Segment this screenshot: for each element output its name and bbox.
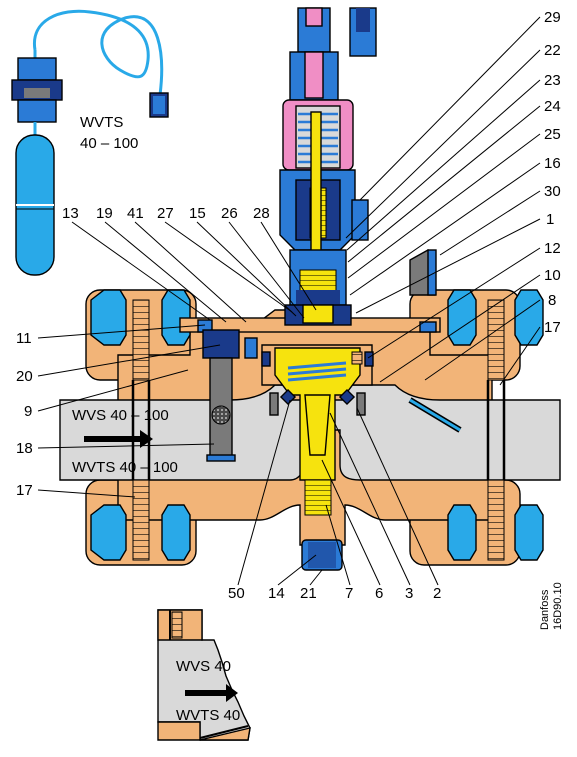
callout-24: 24 xyxy=(544,98,561,115)
flow-arrow xyxy=(84,430,153,448)
callout-15: 15 xyxy=(189,205,206,222)
callout-23: 23 xyxy=(544,72,561,89)
callout-22: 22 xyxy=(544,42,561,59)
callout-30: 30 xyxy=(544,183,561,200)
leader-lines xyxy=(37,16,541,586)
strainer xyxy=(202,329,258,462)
callout-17-right: 17 xyxy=(544,319,561,336)
callout-9: 9 xyxy=(24,403,32,420)
callout-41: 41 xyxy=(127,205,144,222)
callout-18: 18 xyxy=(16,440,33,457)
callout-21: 21 xyxy=(300,585,317,602)
callout-26: 26 xyxy=(221,205,238,222)
flow-label-top: WVS 40 – 100 xyxy=(72,407,169,424)
callout-13: 13 xyxy=(62,205,79,222)
callout-14: 14 xyxy=(268,585,285,602)
callout-50: 50 xyxy=(228,585,245,602)
maker-code: Danfoss 16D90.10 xyxy=(539,582,564,630)
callout-12: 12 xyxy=(544,240,561,257)
callout-27: 27 xyxy=(157,205,174,222)
flow-label-bottom: WVTS 40 – 100 xyxy=(72,459,178,476)
flange-nut xyxy=(90,289,544,561)
inset-label-bottom: WVTS 40 xyxy=(176,707,240,724)
temperature-sensor: WVTS 40 – 100 xyxy=(11,9,169,276)
callout-19: 19 xyxy=(96,205,113,222)
valve-insert xyxy=(261,344,374,571)
callouts-left: 11 20 9 18 17 xyxy=(16,330,33,499)
callout-25: 25 xyxy=(544,126,561,143)
callout-1: 1 xyxy=(546,211,554,228)
callout-17-left: 17 xyxy=(16,482,33,499)
callout-2: 2 xyxy=(433,585,441,602)
callout-20: 20 xyxy=(16,368,33,385)
callout-10: 10 xyxy=(544,267,561,284)
callout-28: 28 xyxy=(253,205,270,222)
actuator xyxy=(279,7,437,326)
callout-16: 16 xyxy=(544,155,561,172)
callout-11: 11 xyxy=(16,330,32,347)
callout-3: 3 xyxy=(405,585,413,602)
inset-detail: WVS 40 WVTS 40 xyxy=(157,609,251,741)
maker-brand: Danfoss xyxy=(539,589,551,630)
callouts-bottom: 50 14 21 7 6 3 2 xyxy=(228,585,441,602)
sensor-label-line2: 40 – 100 xyxy=(80,135,138,152)
sensor-label-line1: WVTS xyxy=(80,114,123,131)
callout-6: 6 xyxy=(375,585,383,602)
callouts-right: 29 22 23 24 25 16 30 1 12 10 8 17 xyxy=(544,9,561,336)
maker-code-number: 16D90.10 xyxy=(552,582,564,630)
callout-29: 29 xyxy=(544,9,561,26)
inset-label-top: WVS 40 xyxy=(176,658,231,675)
callouts-top-left: 13 19 41 27 15 26 28 xyxy=(62,205,270,222)
callout-8: 8 xyxy=(548,292,556,309)
callout-7: 7 xyxy=(345,585,353,602)
